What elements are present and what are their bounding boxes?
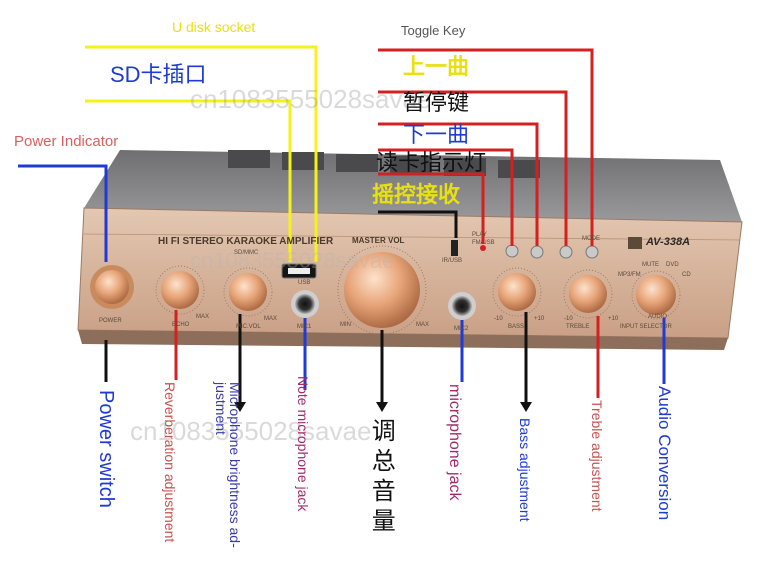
usb-slot <box>288 268 310 274</box>
label-bass: Bass adjustment <box>517 418 533 522</box>
label-previous-track: 上一曲 <box>403 54 470 79</box>
label-toggle-key: Toggle Key <box>401 23 466 38</box>
panel-treble-minus: -10 <box>564 316 573 322</box>
panel-sd-mmc: SD/MMC <box>234 250 259 256</box>
label-card-indicator: 读卡指示灯 <box>376 150 487 175</box>
panel-bass-plus: +10 <box>534 316 545 322</box>
panel-ir-label: IR/USB <box>442 258 463 264</box>
panel-echo: ECHO <box>172 322 190 328</box>
label-pause-key: 暂停键 <box>403 90 470 115</box>
label-volume: 调总音量 <box>367 418 395 538</box>
panel-mp3: MP3/FM <box>618 272 641 278</box>
panel-max-echo: MAX <box>196 314 210 320</box>
panel-min-master: MIN <box>340 322 351 328</box>
panel-usb: USB <box>298 280 311 286</box>
ir-receiver <box>451 240 458 256</box>
panel-play: PLAY <box>472 232 487 238</box>
knob-input-selector <box>631 270 681 320</box>
knob-mic-vol <box>223 267 273 317</box>
label-mic-brightness: Microphone brightness ad-justment <box>213 382 243 548</box>
panel-mute: MUTE <box>642 262 659 268</box>
panel-mic2: MIC2 <box>454 326 469 332</box>
panel-cd: CD <box>682 272 691 278</box>
label-sd-card-slot: SD卡插口 <box>110 62 207 87</box>
panel-dvd: DVD <box>666 262 679 268</box>
knob-power <box>90 265 134 309</box>
panel-bass: BASS <box>508 324 525 330</box>
leader-lines <box>18 45 666 404</box>
label-u-disk-socket: U disk socket <box>172 19 256 35</box>
panel-bass-minus: -10 <box>494 316 503 322</box>
logo-chip <box>628 237 642 249</box>
knob-treble <box>563 269 613 319</box>
label-next-track: 下一曲 <box>403 122 470 147</box>
vents <box>228 150 540 178</box>
arrow-heads <box>234 402 532 412</box>
watermark-top: cn1083555028savae <box>190 84 432 114</box>
panel-treble-plus: +10 <box>608 316 619 322</box>
panel-title: HI FI STEREO KARAOKE AMPLIFIER <box>158 236 334 247</box>
label-treble: Treble adjustment <box>589 400 605 512</box>
panel-mode: MODE <box>582 236 600 242</box>
knob-bass <box>492 267 542 317</box>
panel-max-mic: MAX <box>264 316 278 322</box>
jack-mic2 <box>448 292 476 320</box>
knob-echo <box>155 265 205 315</box>
label-power-indicator: Power Indicator <box>14 133 119 150</box>
panel-model: AV-338A <box>646 236 691 248</box>
card-indicator-led <box>480 245 486 251</box>
panel-input-selector: INPUT SELECTOR <box>620 324 672 330</box>
panel-mic1: MIC1 <box>297 324 312 330</box>
panel-power: POWER <box>99 318 122 324</box>
label-note-mic-jack: Note microphone jack <box>295 376 311 512</box>
panel-treble: TREBLE <box>566 324 590 330</box>
label-reverberation: Reverberation adjustment <box>162 382 178 543</box>
label-power-switch: Power switch <box>95 390 117 508</box>
panel-max-master: MAX <box>416 322 430 328</box>
label-remote-receiver: 摇控接收 <box>372 182 461 207</box>
jack-mic1 <box>291 290 319 318</box>
label-mic-jack: microphone jack <box>446 384 463 501</box>
watermark-bottom: cn1083555028savae <box>130 416 372 446</box>
watermark-mid: cn1083555028savae <box>190 248 395 273</box>
label-audio-conversion: Audio Conversion <box>655 386 674 521</box>
panel-mic-vol: MIC.VOL <box>236 324 261 330</box>
panel-master-vol: MASTER VOL <box>352 236 405 245</box>
toggle-buttons <box>505 244 599 259</box>
panel-fm-usb: FM/USB <box>472 240 495 246</box>
panel-audio: AUDIO <box>648 314 668 320</box>
